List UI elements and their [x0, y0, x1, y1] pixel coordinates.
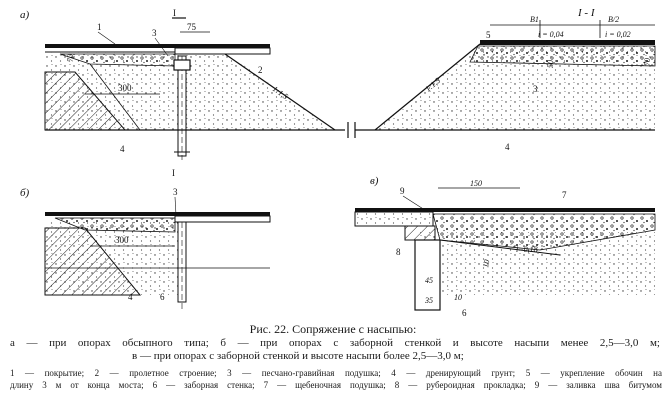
callout-3: 3	[152, 28, 157, 38]
panel-v: в) 150 9 7 8 i=0,18 10 45 35 10 6	[354, 175, 656, 318]
slope-v: i=0,18	[516, 245, 538, 254]
callout-3b: 3	[533, 84, 538, 94]
dim-150: 150	[470, 179, 482, 188]
slope-i1: i = 0,04	[538, 30, 564, 39]
panel-a-label: а)	[20, 9, 30, 21]
dim-b2: B/2	[608, 15, 619, 24]
panel-section: I - I B1 B/2 i = 0,04 i = 0,02 50 70 1:1…	[355, 7, 656, 152]
dim-45: 45	[425, 276, 433, 285]
caption-legend-1: 1 — покрытие; 2 — пролетное строение; 3 …	[10, 368, 662, 378]
callout-5: 5	[486, 30, 491, 40]
callout-3-b: 3	[173, 187, 178, 197]
caption-legend-2: длину 3 м от конца моста; 6 — заборная с…	[10, 380, 662, 390]
dim-70-b: 70	[643, 58, 652, 66]
dim-300: 300	[118, 83, 132, 93]
panel-v-label: в)	[370, 175, 379, 187]
callout-6-v: 6	[462, 308, 467, 318]
section-mark-b: I	[172, 168, 175, 178]
callout-4: 4	[120, 144, 125, 154]
callout-7: 7	[562, 190, 567, 200]
dim-10-b: 10	[454, 293, 462, 302]
dim-b1: B1	[530, 15, 539, 24]
callout-1: 1	[97, 22, 102, 32]
section-label: I - I	[577, 7, 596, 19]
figure-drawing: а) I 75 300 1:1,5 70 1 3 2 4	[20, 7, 656, 318]
caption-title: Рис. 22. Сопряжение с насыпью:	[249, 322, 417, 336]
section-mark-top: I	[173, 8, 176, 18]
dim-75: 75	[187, 22, 197, 32]
panel-b: б) I 300 3 4 6	[20, 168, 271, 310]
callout-6-b: 6	[160, 292, 165, 302]
caption-line-v: в — при опорах с заборной стенкой и высо…	[132, 350, 464, 362]
dim-70: 70	[66, 54, 75, 62]
panel-a: а) I 75 300 1:1,5 70 1 3 2 4	[20, 8, 345, 160]
break-marks	[347, 122, 356, 138]
callout-8: 8	[396, 247, 401, 257]
callout-4-b: 4	[128, 292, 133, 302]
callout-4b: 4	[505, 142, 510, 152]
callout-9: 9	[400, 186, 405, 196]
caption-line-a: а — при опорах обсыпного типа; б — при о…	[10, 337, 660, 349]
dim-10-a: 10	[481, 259, 491, 268]
slope-i2: i = 0,02	[605, 30, 631, 39]
dim-300-b: 300	[115, 235, 129, 245]
panel-b-label: б)	[20, 187, 30, 199]
dim-35: 35	[424, 296, 433, 305]
callout-2: 2	[258, 65, 263, 75]
dim-50: 50	[546, 60, 555, 68]
